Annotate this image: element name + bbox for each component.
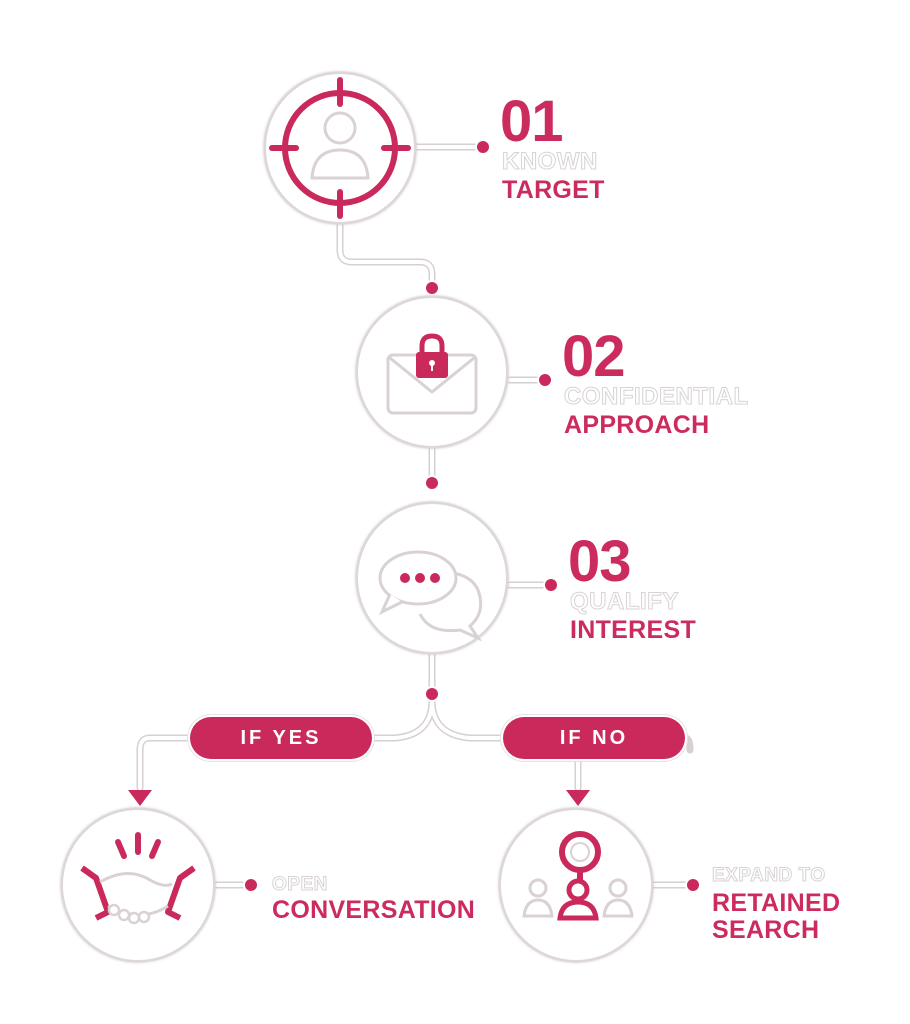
- branch-title-line3: SEARCH: [712, 916, 820, 944]
- step-number: 01: [500, 89, 564, 154]
- step-title-line1: QUALIFY: [570, 588, 679, 615]
- step-title-line2: TARGET: [502, 176, 605, 204]
- handshake-icon: [80, 832, 196, 925]
- branch-title-line2: CONVERSATION: [272, 896, 476, 924]
- connector-dots: [243, 139, 701, 893]
- branch-title-line2: RETAINED: [712, 889, 841, 917]
- target-person-icon: [269, 77, 411, 219]
- search-people-icon: [522, 831, 634, 921]
- chat-bubbles-icon: [378, 550, 483, 642]
- arrow-down-icon: [566, 790, 590, 806]
- step-title-line1: KNOWN: [502, 148, 598, 175]
- step-number: 02: [562, 324, 626, 389]
- branch-title-line1: EXPAND TO: [712, 865, 826, 886]
- step-title-line2: INTEREST: [570, 616, 697, 644]
- arrow-down-icon: [128, 790, 152, 806]
- step-circles: [60, 71, 654, 963]
- branch-title-line1: OPEN: [272, 874, 328, 895]
- step-title-line1: CONFIDENTIAL: [564, 383, 749, 410]
- if-no-pill: IF NO: [503, 717, 685, 759]
- step-title-line2: APPROACH: [564, 411, 710, 439]
- step-number: 03: [568, 529, 632, 594]
- if-yes-pill: IF YES: [190, 717, 372, 759]
- connectors: [136, 143, 694, 889]
- locked-envelope-icon: [386, 333, 478, 415]
